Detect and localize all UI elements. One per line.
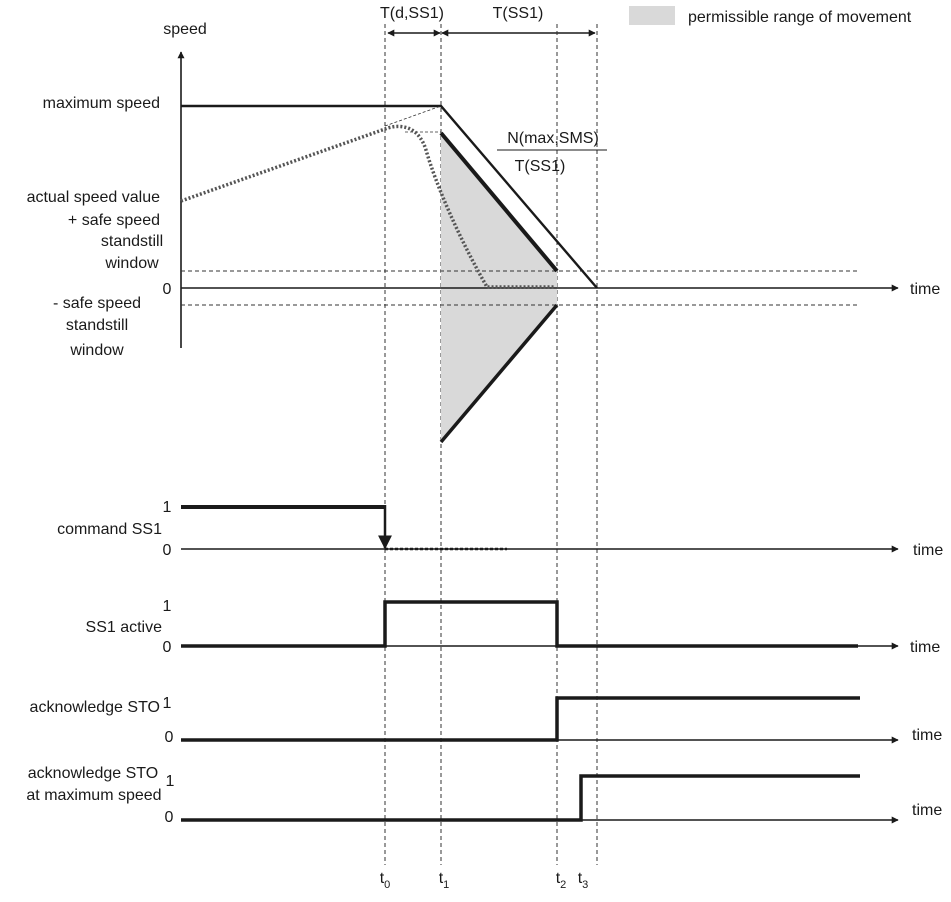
ack-sto-max-high-label: 1 (166, 773, 175, 790)
signal-ss1-active: SS1 active 1 0 time (86, 598, 941, 656)
t0-label: t0 (380, 870, 391, 891)
plus-window-label-1: + safe speed (68, 212, 160, 229)
ss1-active-time-label: time (910, 639, 940, 656)
ack-sto-max-label-1: acknowledge STO (28, 765, 158, 782)
legend-swatch (629, 6, 675, 25)
command-ss1-time-label: time (913, 542, 943, 559)
speed-zero-label: 0 (163, 281, 172, 298)
max-speed-ramp (181, 104, 598, 289)
plus-window-label-3: window (104, 255, 159, 272)
ack-sto-waveform (181, 696, 860, 742)
signal-command-ss1: command SS1 1 0 time (57, 499, 943, 559)
ack-sto-high-label: 1 (163, 695, 172, 712)
t3-label: t3 (578, 870, 589, 891)
lower-envelope (439, 303, 559, 444)
delay-label: T(d,SS1) (380, 5, 444, 22)
ack-sto-max-low-label: 0 (165, 809, 174, 826)
time-marker-labels: t0 t1 t2 t3 (380, 870, 589, 891)
ack-sto-label: acknowledge STO (30, 699, 160, 716)
ack-sto-low-label: 0 (165, 729, 174, 746)
ss1-active-waveform (181, 600, 858, 648)
plus-window-label-2: standstill (101, 233, 163, 250)
signal-acknowledge-sto: acknowledge STO 1 0 time (30, 695, 943, 746)
legend-label: permissible range of movement (688, 9, 912, 26)
minus-window-label-3: window (69, 342, 124, 359)
upper-envelope (439, 131, 559, 273)
ss1-active-label: SS1 active (86, 619, 163, 636)
speed-axis-label: speed (163, 21, 207, 38)
command-ss1-label: command SS1 (57, 521, 162, 538)
command-ss1-low-label: 0 (163, 542, 172, 559)
ss1-duration-label: T(SS1) (493, 5, 544, 22)
command-ss1-high-label: 1 (163, 499, 172, 516)
ack-sto-max-time-label: time (912, 802, 942, 819)
ss1-active-high-label: 1 (163, 598, 172, 615)
legend: permissible range of movement (629, 6, 912, 26)
minus-window-label-2: standstill (66, 317, 128, 334)
t2-label: t2 (556, 870, 567, 891)
ramp-denominator: T(SS1) (515, 158, 566, 175)
minus-window-label-1: - safe speed (53, 295, 141, 312)
actual-speed-label: actual speed value (27, 189, 161, 206)
t1-label: t1 (439, 870, 450, 891)
ss1-active-low-label: 0 (163, 639, 172, 656)
speed-plot: speed time maximum speed actual speed va… (27, 21, 940, 444)
ack-sto-max-waveform (181, 774, 860, 822)
ack-sto-time-label: time (912, 727, 942, 744)
speed-trend-extension (384, 105, 442, 127)
ramp-numerator: N(max,SMS) (507, 130, 599, 147)
timing-spans: T(d,SS1) T(SS1) (380, 5, 596, 37)
signal-acknowledge-sto-max-speed: acknowledge STO at maximum speed 1 0 tim… (26, 765, 942, 826)
ack-sto-max-label-2: at maximum speed (26, 787, 161, 804)
max-speed-label: maximum speed (43, 95, 160, 112)
speed-time-label: time (910, 281, 940, 298)
